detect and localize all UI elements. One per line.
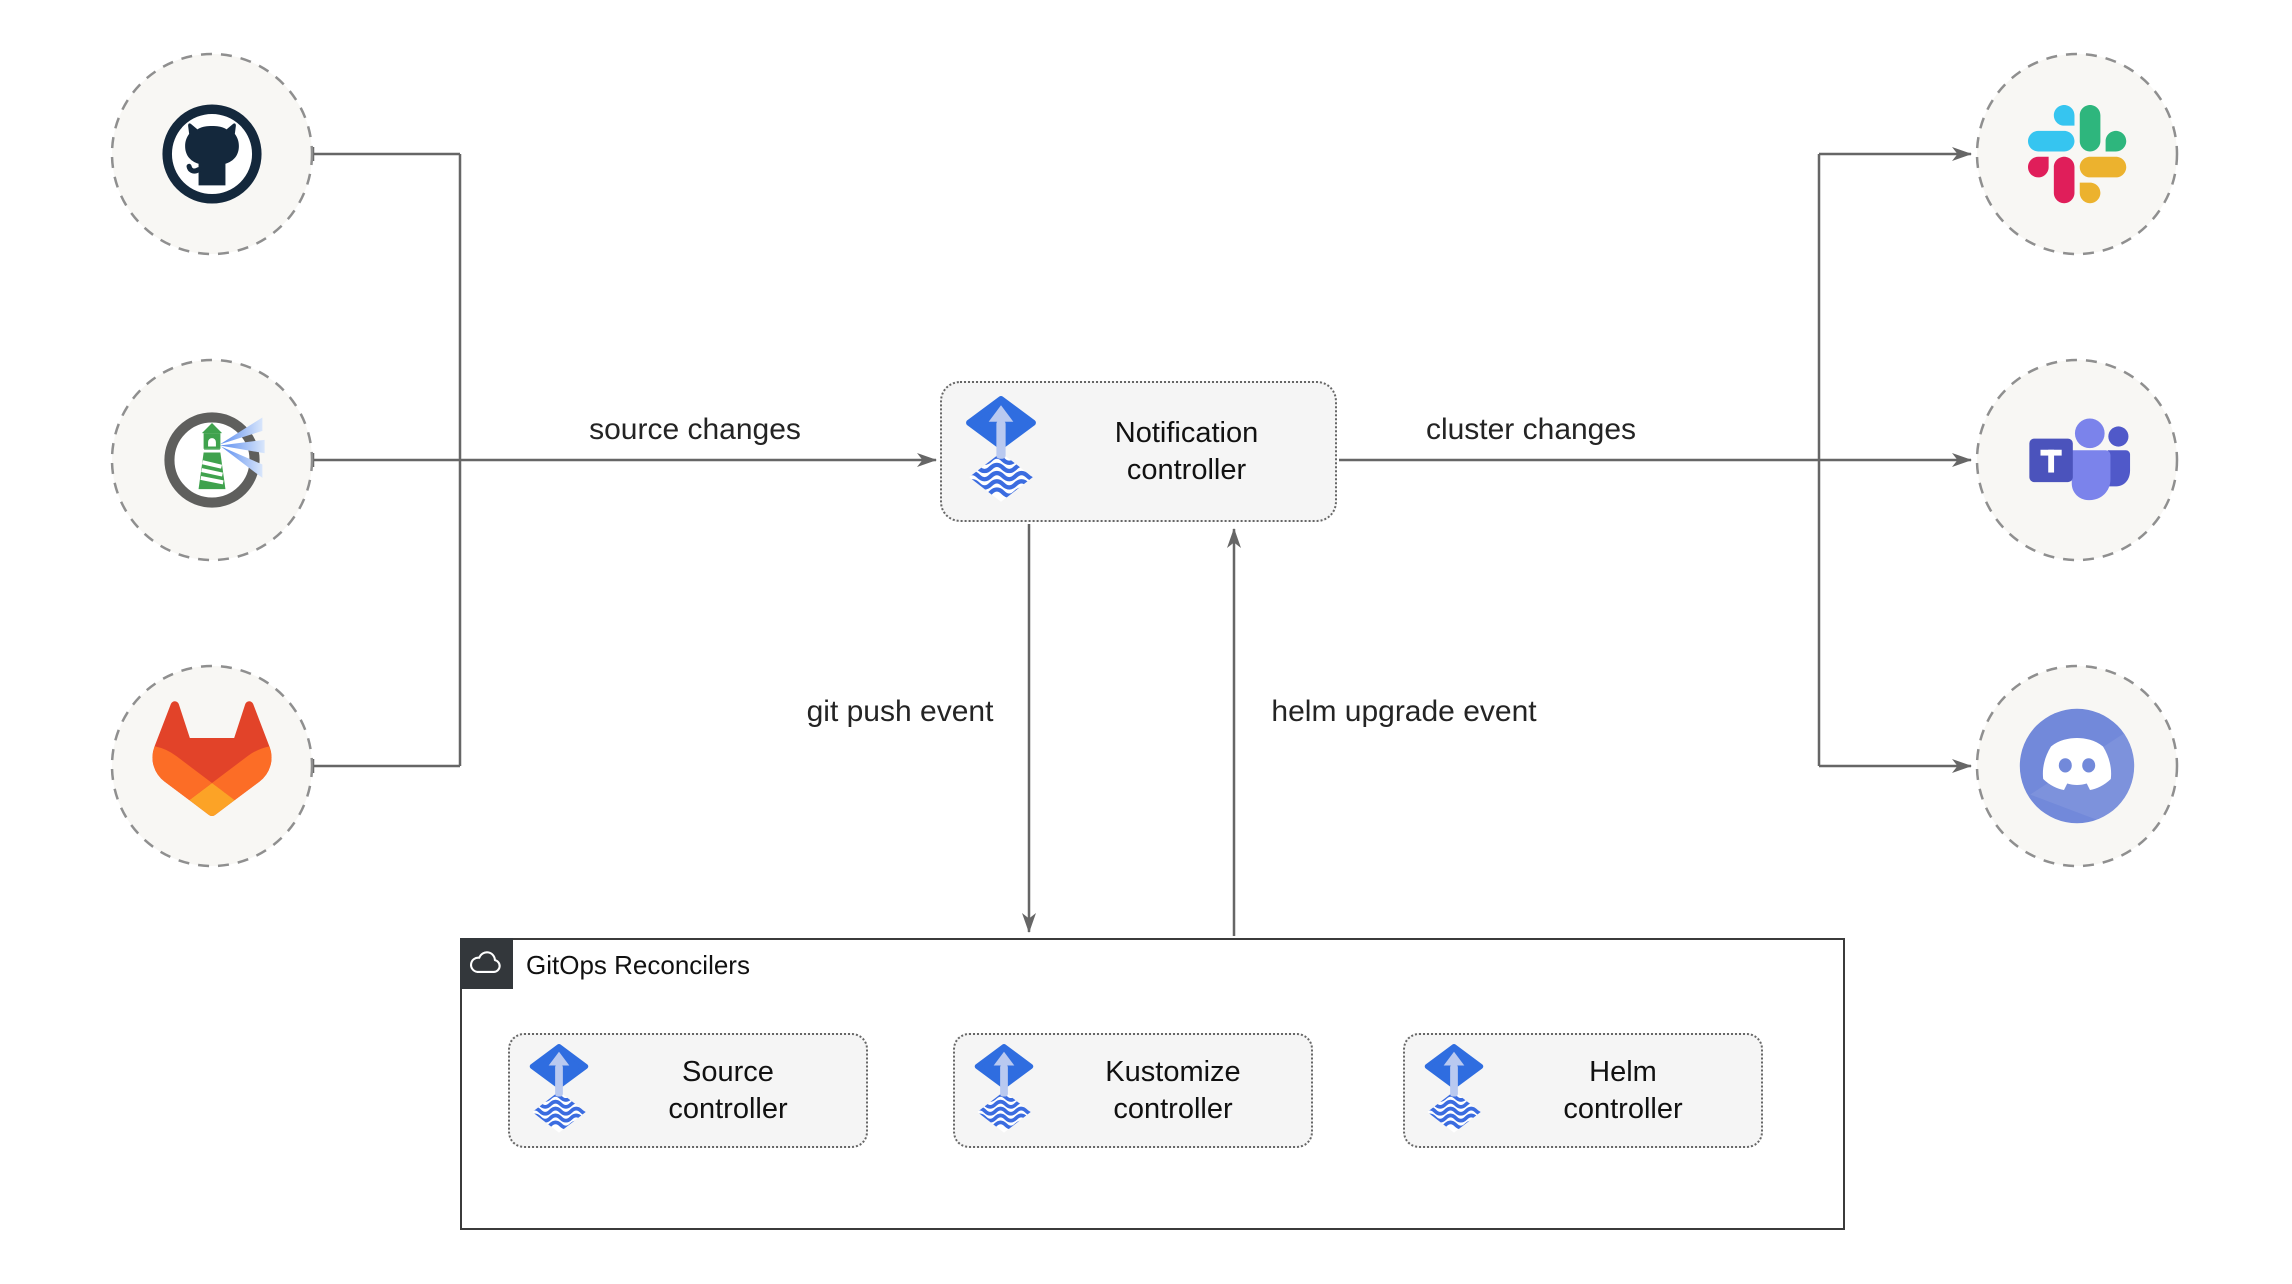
source-github-badge <box>110 52 314 256</box>
node-helm-controller: Helm controller <box>1403 1033 1763 1148</box>
flux-icon <box>528 1043 590 1138</box>
container-header <box>459 937 513 989</box>
node-source-controller: Source controller <box>508 1033 868 1148</box>
edge-label-helm-upgrade-event: helm upgrade event <box>1265 694 1543 730</box>
slack-icon <box>1975 52 2179 256</box>
source-gitlab-badge <box>110 664 314 868</box>
flux-icon <box>1423 1043 1485 1138</box>
node-label: Source controller <box>668 1055 788 1125</box>
gitlab-icon <box>110 664 314 868</box>
container-title: GitOps Reconcilers <box>526 950 750 980</box>
flux-icon <box>964 395 1038 508</box>
edge-label-cluster-changes: cluster changes <box>1419 412 1643 448</box>
edge-label-git-push-event: git push event <box>800 694 1000 730</box>
edge-label-source-changes: source changes <box>583 412 807 448</box>
cloud-icon <box>470 951 501 973</box>
node-label: Notification controller <box>1114 416 1259 486</box>
node-label: Helm controller <box>1563 1055 1683 1125</box>
node-notification-controller: Notification controller <box>940 381 1337 522</box>
target-teams-badge <box>1975 358 2179 562</box>
node-label: Kustomize controller <box>1105 1055 1241 1125</box>
microsoft-teams-icon <box>1975 358 2179 562</box>
flux-icon <box>973 1043 1035 1138</box>
target-slack-badge <box>1975 52 2179 256</box>
source-harbor-badge <box>110 358 314 562</box>
node-kustomize-controller: Kustomize controller <box>953 1033 1313 1148</box>
target-discord-badge <box>1975 664 2179 868</box>
harbor-icon <box>110 358 314 562</box>
discord-icon <box>1975 664 2179 868</box>
github-icon <box>110 52 314 256</box>
